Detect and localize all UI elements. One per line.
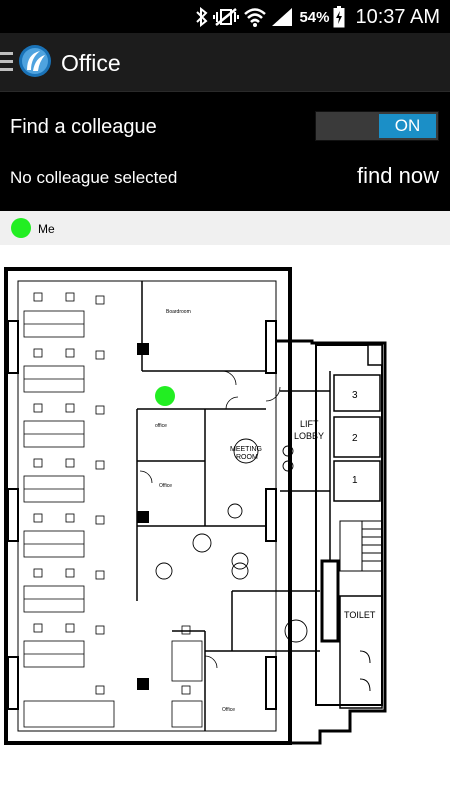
workstation-desks [23, 310, 203, 728]
lift-1-label: 1 [352, 475, 358, 486]
meeting-room-label-2: ROOM [236, 454, 258, 461]
battery-charging-icon [333, 6, 345, 28]
bluetooth-icon [196, 7, 208, 27]
toilet-label: TOILET [344, 610, 376, 620]
stairs [339, 520, 383, 572]
lift-3-label: 3 [352, 390, 358, 401]
column-markers [137, 343, 149, 690]
door-swings [139, 370, 281, 669]
vibrate-mute-icon [213, 8, 240, 26]
legend: Me [0, 211, 450, 245]
status-icons: 54% 10:37 AM [195, 4, 440, 30]
status-bar: 54% 10:37 AM [0, 0, 450, 33]
lift-2-label: 2 [352, 433, 358, 444]
office-3-label: Office [222, 707, 235, 713]
selected-colleague-text: No colleague selected [10, 168, 178, 187]
interior-walls [136, 281, 331, 731]
battery-percent: 54% [299, 8, 330, 26]
content-area: Me [0, 211, 450, 800]
outer-walls [4, 267, 387, 745]
floor-plan[interactable]: 3 2 1 TOILET [0, 261, 397, 761]
find-colleague-toggle[interactable]: ON [315, 111, 439, 141]
app-logo-icon[interactable] [18, 44, 52, 78]
chairs [33, 292, 191, 695]
me-legend-dot [11, 218, 31, 238]
me-location-marker[interactable] [155, 386, 175, 406]
lift-lobby-label-1: LIFT [300, 419, 319, 429]
window-columns [7, 320, 277, 710]
action-bar: Office [0, 33, 450, 92]
wifi-icon [244, 8, 267, 27]
office-2-label: Office [159, 483, 172, 489]
round-tables [155, 438, 308, 643]
signal-icon [272, 8, 293, 26]
toilet-block [320, 559, 383, 709]
meeting-room-label-1: MEETING [230, 446, 262, 453]
lift-shafts [333, 344, 383, 502]
hamburger-icon[interactable] [0, 52, 14, 72]
find-colleague-label: Find a colleague [10, 116, 157, 138]
boardroom-label: Boardroom [166, 309, 191, 315]
find-colleague-panel: Find a colleague ON No colleague selecte… [0, 93, 450, 211]
office-1-label: office [155, 423, 167, 429]
find-now-button[interactable]: find now [357, 163, 439, 188]
me-legend-label: Me [38, 222, 55, 236]
lift-lobby-label-2: LOBBY [294, 431, 324, 441]
app-title: Office [61, 50, 121, 76]
toggle-thumb: ON [379, 114, 436, 138]
clock: 10:37 AM [355, 5, 440, 28]
